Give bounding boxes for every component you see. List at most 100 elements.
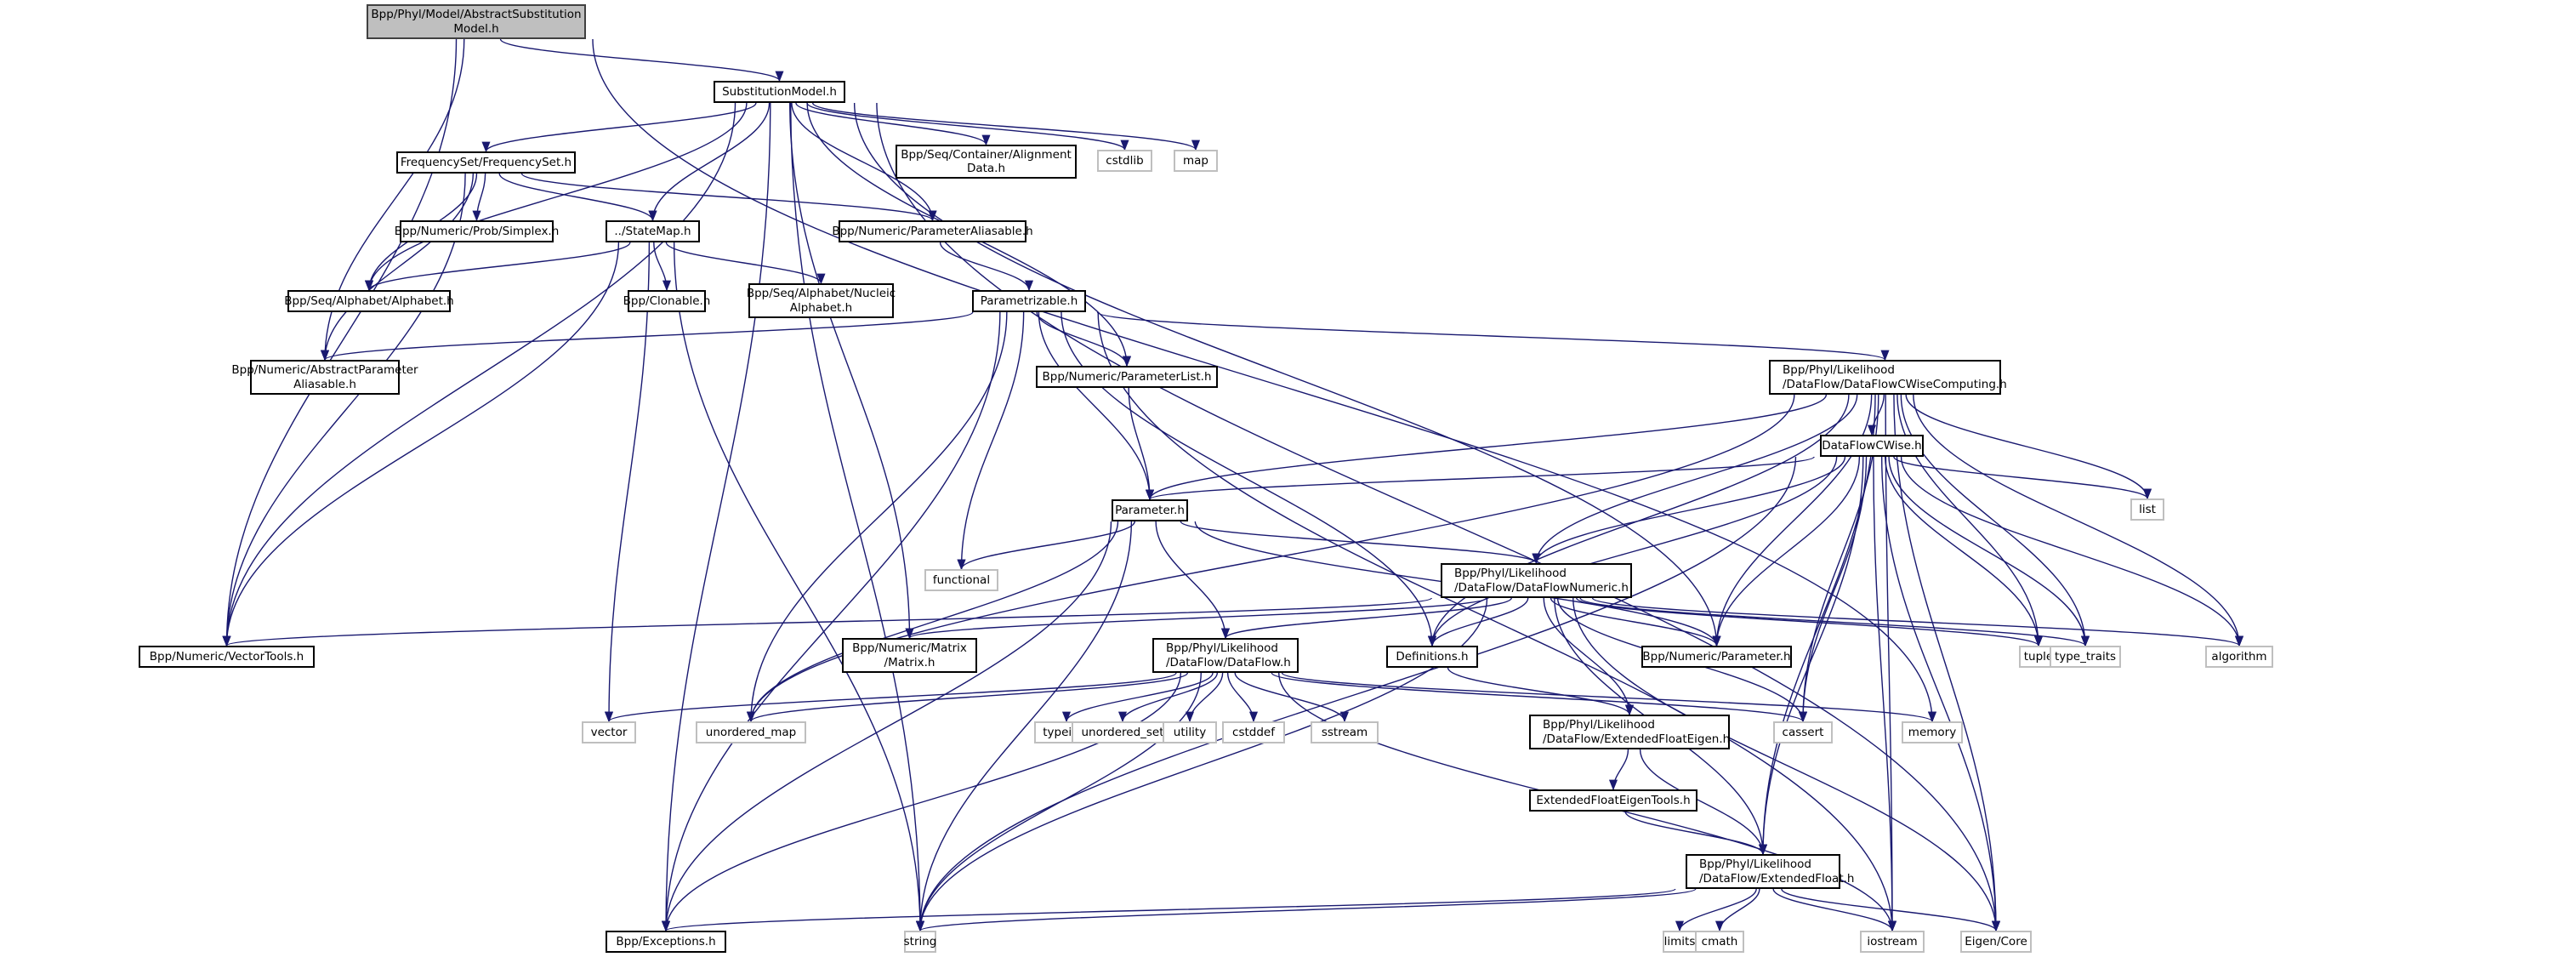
node-map: map <box>1174 150 1218 172</box>
edge-freqset-to-vectortools <box>222 173 466 647</box>
node-type-traits: type_traits <box>2050 646 2121 668</box>
edge-dfcw_computing-to-parameter_h <box>1146 394 1828 501</box>
node-functional: functional <box>924 569 998 591</box>
node-string: string <box>904 931 936 953</box>
edge-parametrizable-to-definitions <box>1061 311 1437 647</box>
edge-df_numeric-to-algorithm <box>1591 597 2243 647</box>
edge-dfcw_computing-to-tuple <box>1896 394 2044 647</box>
edge-ext_float_eigen_tools-to-ext_float <box>1624 811 1767 856</box>
edge-df_numeric-to-dataflow <box>1221 597 1512 640</box>
edge-dataflow-to-cstddef <box>1226 672 1259 723</box>
node-numeric-parameter[interactable]: Bpp/Numeric/Parameter.h <box>1641 646 1792 668</box>
edge-dataflow-to-typeinfo <box>1062 672 1214 723</box>
edge-df_numeric-to-matrix <box>905 597 1487 640</box>
edge-statemap-to-string <box>673 242 925 932</box>
edge-parametrizable-to-functional <box>957 311 1025 571</box>
node-vector: vector <box>582 721 636 743</box>
node-statemap[interactable]: ../StateMap.h <box>606 220 700 242</box>
edge-dfcwise-to-iostream <box>1873 456 1897 932</box>
edge-dfcw_computing-to-eigen_core <box>1893 394 2001 932</box>
edge-param_aliasable-to-parametrizable <box>939 242 1033 292</box>
node-dataflow[interactable]: Bpp/Phyl/Likelihood /DataFlow/DataFlow.h <box>1152 638 1299 673</box>
node-abstract-param-aliasable[interactable]: Bpp/Numeric/AbstractParameter Aliasable.… <box>231 360 418 395</box>
node-clonable[interactable]: Bpp/Clonable.h <box>623 290 710 312</box>
edge-parametrizable-to-parameter_h <box>1038 311 1155 501</box>
node-exceptions[interactable]: Bpp/Exceptions.h <box>606 931 726 953</box>
edge-dfcwise-to-cassert <box>1798 456 1868 723</box>
node-ext-float-eigen[interactable]: Bpp/Phyl/Likelihood /DataFlow/ExtendedFl… <box>1529 715 1730 749</box>
edge-dfcw_computing-to-df_numeric <box>1532 394 1858 565</box>
edge-dataflow-to-unordered_map <box>747 672 1189 723</box>
edge-abstract_subst_model-to-vectortools <box>222 38 458 647</box>
edge-parametrizable-to-iostream <box>1097 311 1897 932</box>
edge-dataflow-to-memory <box>1281 672 1936 723</box>
node-list: list <box>2130 498 2164 521</box>
edge-statemap-to-alphabet <box>365 242 631 292</box>
edge-definitions-to-ext_float_eigen <box>1447 667 1634 716</box>
edge-subst_model-to-exceptions <box>661 102 771 932</box>
node-cstddef: cstddef <box>1222 721 1285 743</box>
node-dfcwise[interactable]: DataFlowCWise.h <box>1820 435 1924 457</box>
edge-dfcw_computing-to-iostream <box>1885 394 1897 932</box>
edge-subst_model-to-numeric_parameter <box>853 102 1721 647</box>
node-definitions[interactable]: Definitions.h <box>1386 646 1478 668</box>
edge-parameter_h-to-exceptions <box>661 521 1112 932</box>
edge-dfcwise-to-tuple <box>1884 456 2044 647</box>
edge-subst_model-to-alphabet <box>365 102 748 292</box>
edge-dfcwise-to-algorithm <box>1900 456 2243 647</box>
edge-subst_model-to-vectortools <box>222 102 736 647</box>
node-freqset[interactable]: FrequencySet/FrequencySet.h <box>396 151 576 174</box>
edge-parametrizable-to-abstract_param_aliasable <box>321 311 974 362</box>
edge-df_numeric-to-type_traits <box>1579 597 2090 647</box>
node-cstdlib: cstdlib <box>1097 150 1152 172</box>
node-df-numeric[interactable]: Bpp/Phyl/Likelihood /DataFlow/DataFlowNu… <box>1441 563 1632 598</box>
edge-ext_float-to-limits <box>1675 888 1757 932</box>
node-param-list[interactable]: Bpp/Numeric/ParameterList.h <box>1036 366 1218 388</box>
node-ext-float-eigen-tools[interactable]: ExtendedFloatEigenTools.h <box>1529 789 1697 812</box>
node-utility: utility <box>1163 721 1217 743</box>
edge-subst_model-to-alignment_data <box>795 102 991 146</box>
edge-statemap-to-vectortools <box>222 242 620 647</box>
edge-df_numeric-to-vectortools <box>223 597 1432 647</box>
edge-dfcwise-to-parameter_h <box>1146 456 1815 501</box>
node-subst-model[interactable]: SubstitutionModel.h <box>714 81 845 103</box>
node-matrix[interactable]: Bpp/Numeric/Matrix /Matrix.h <box>842 638 977 673</box>
edge-dfcw_computing-to-unordered_map <box>747 394 1795 723</box>
edge-dfcw_computing-to-algorithm <box>1913 394 2244 647</box>
edge-dfcw_computing-to-type_traits <box>1900 394 2090 647</box>
node-abstract-subst-model[interactable]: Bpp/Phyl/Model/AbstractSubstitution Mode… <box>367 4 586 39</box>
node-cmath: cmath <box>1695 931 1744 953</box>
edge-param_list-to-parameter_h <box>1128 387 1155 501</box>
edge-subst_model-to-cstdlib <box>806 102 1129 151</box>
edge-dataflow-to-utility <box>1185 672 1224 723</box>
edge-subst_model-to-statemap <box>648 102 771 222</box>
edge-subst_model-to-param_aliasable <box>791 102 937 222</box>
edge-dataflow-to-cassert <box>1271 672 1807 723</box>
edge-ext_float-to-cmath <box>1714 888 1760 932</box>
node-vectortools[interactable]: Bpp/Numeric/VectorTools.h <box>139 646 315 668</box>
node-alignment-data[interactable]: Bpp/Seq/Container/Alignment Data.h <box>896 145 1077 179</box>
node-dfcw-computing[interactable]: Bpp/Phyl/Likelihood /DataFlow/DataFlowCW… <box>1769 360 2007 395</box>
node-alphabet[interactable]: Bpp/Seq/Alphabet/Alphabet.h <box>284 290 454 312</box>
edge-df_numeric-to-numeric_parameter <box>1550 597 1721 647</box>
node-parameter-h[interactable]: Parameter.h <box>1112 499 1188 521</box>
edge-dfcwise-to-type_traits <box>1888 456 2090 647</box>
edge-freqset-to-abstract_param_aliasable <box>320 173 475 362</box>
edge-subst_model-to-string <box>790 102 925 932</box>
node-algorithm: algorithm <box>2205 646 2273 668</box>
node-unordered-map: unordered_map <box>696 721 806 743</box>
edge-dfcw_computing-to-numeric_parameter <box>1712 394 1873 647</box>
edge-parameter_h-to-string <box>915 521 1133 932</box>
edge-subst_model-to-freqset <box>481 102 757 153</box>
node-nucleic-alphabet[interactable]: Bpp/Seq/Alphabet/Nucleic Alphabet.h <box>747 283 896 318</box>
edge-dataflow-to-exceptions <box>662 672 1182 932</box>
edge-subst_model-to-matrix <box>789 102 914 640</box>
node-limits: limits <box>1663 931 1697 953</box>
edge-subst_model-to-eigen_core <box>876 102 2001 932</box>
node-simplex[interactable]: Bpp/Numeric/Prob/Simplex.h <box>395 220 559 242</box>
node-unordered-set: unordered_set <box>1072 721 1174 743</box>
node-param-aliasable[interactable]: Bpp/Numeric/ParameterAliasable.h <box>832 220 1033 242</box>
node-parametrizable[interactable]: Parametrizable.h <box>972 290 1086 312</box>
node-ext-float[interactable]: Bpp/Phyl/Likelihood /DataFlow/ExtendedFl… <box>1686 854 1854 889</box>
